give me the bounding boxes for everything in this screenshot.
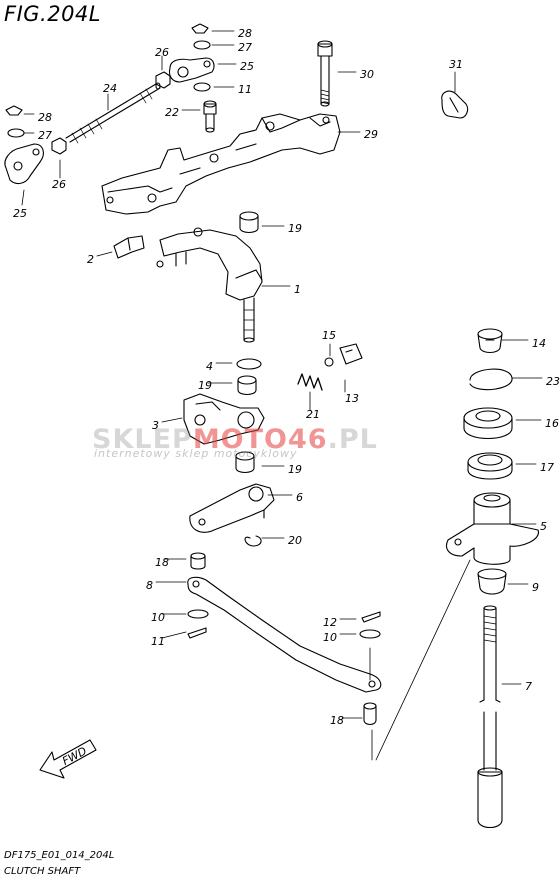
fwd-label: FWD	[60, 744, 89, 768]
part-15-ball	[324, 357, 334, 367]
callout-2: 2	[87, 253, 94, 266]
callout-10: 10	[151, 611, 165, 624]
watermark: SKLEPMOTO46.PL	[92, 424, 378, 455]
part-23-circlip	[469, 368, 513, 391]
callout-11: 11	[151, 635, 165, 648]
callout-7: 7	[525, 680, 532, 693]
part-30-bolt	[317, 40, 333, 107]
part-11-washer	[193, 82, 211, 92]
part-2-clip	[113, 235, 145, 259]
callout-19: 19	[198, 379, 212, 392]
leader-lines	[21, 30, 543, 761]
drawing-name: CLUTCH SHAFT	[4, 866, 81, 877]
callout-25: 25	[240, 60, 254, 73]
callout-27: 27	[38, 129, 52, 142]
callout-26: 26	[155, 46, 169, 59]
callout-6: 6	[296, 491, 303, 504]
part-19-bushing-top	[239, 211, 259, 234]
part-28-clip	[5, 23, 209, 116]
watermark-part1: SKLEP	[92, 424, 193, 455]
part-27-washer	[7, 40, 211, 138]
part-9-bushing	[477, 568, 507, 595]
part-17-seal	[467, 452, 513, 480]
callout-25: 25	[13, 207, 27, 220]
callout-15: 15	[322, 329, 336, 342]
watermark-tagline: internetowy sklep motocyklowy	[94, 447, 298, 460]
callout-26: 26	[52, 178, 66, 191]
part-19-bushing-low	[235, 451, 255, 474]
callout-17: 17	[540, 461, 554, 474]
part-1-lever	[156, 227, 263, 343]
part-18-bushing	[190, 552, 377, 726]
callout-22: 22	[165, 106, 179, 119]
part-11-cotter-pin	[187, 611, 381, 639]
callout-9: 9	[532, 581, 539, 594]
callout-21: 21	[306, 408, 320, 421]
callout-19: 19	[288, 463, 302, 476]
part-31-clip	[441, 90, 469, 119]
callout-16: 16	[545, 417, 559, 430]
fwd-arrow-icon	[39, 739, 97, 779]
part-5-collar	[445, 492, 539, 565]
callout-18: 18	[155, 556, 169, 569]
callout-11: 11	[238, 83, 252, 96]
part-7-shaft	[477, 605, 503, 829]
callout-10: 10	[323, 631, 337, 644]
callout-23: 23	[546, 375, 560, 388]
watermark-part3: .PL	[327, 424, 378, 455]
part-22-bolt	[203, 100, 217, 133]
part-21-spring	[297, 373, 323, 391]
figure-title: FIG.204L	[4, 2, 102, 26]
callout-28: 28	[238, 27, 252, 40]
part-24-threaded-rod	[65, 82, 161, 144]
callout-18: 18	[330, 714, 344, 727]
part-14-plug	[477, 328, 503, 354]
callout-1: 1	[294, 283, 301, 296]
part-29-bracket	[101, 113, 341, 215]
part-10-washer	[187, 609, 381, 639]
part-4-washer	[236, 358, 262, 370]
callout-13: 13	[345, 392, 359, 405]
callout-12: 12	[323, 616, 337, 629]
callout-14: 14	[532, 337, 546, 350]
part-6-lever	[189, 483, 275, 533]
watermark-part2: MOTO46	[192, 424, 328, 455]
callout-30: 30	[360, 68, 374, 81]
part-13-sleeve	[339, 343, 363, 365]
callout-27: 27	[238, 41, 252, 54]
part-8-rod	[187, 576, 382, 693]
callout-24: 24	[103, 82, 117, 95]
callout-8: 8	[146, 579, 153, 592]
part-20-ring	[244, 535, 262, 547]
part-3-lever	[183, 393, 265, 445]
callout-31: 31	[449, 58, 463, 71]
part-25-ball-joint	[4, 57, 215, 185]
callout-19: 19	[288, 222, 302, 235]
callout-5: 5	[540, 520, 547, 533]
callout-4: 4	[206, 360, 213, 373]
drawing-code: DF175_E01_014_204L	[4, 850, 115, 861]
part-16-bearing	[463, 407, 513, 439]
part-19-bushing-mid	[237, 375, 257, 396]
callout-29: 29	[364, 128, 378, 141]
callout-3: 3	[152, 419, 159, 432]
callout-28: 28	[38, 111, 52, 124]
callout-20: 20	[288, 534, 302, 547]
